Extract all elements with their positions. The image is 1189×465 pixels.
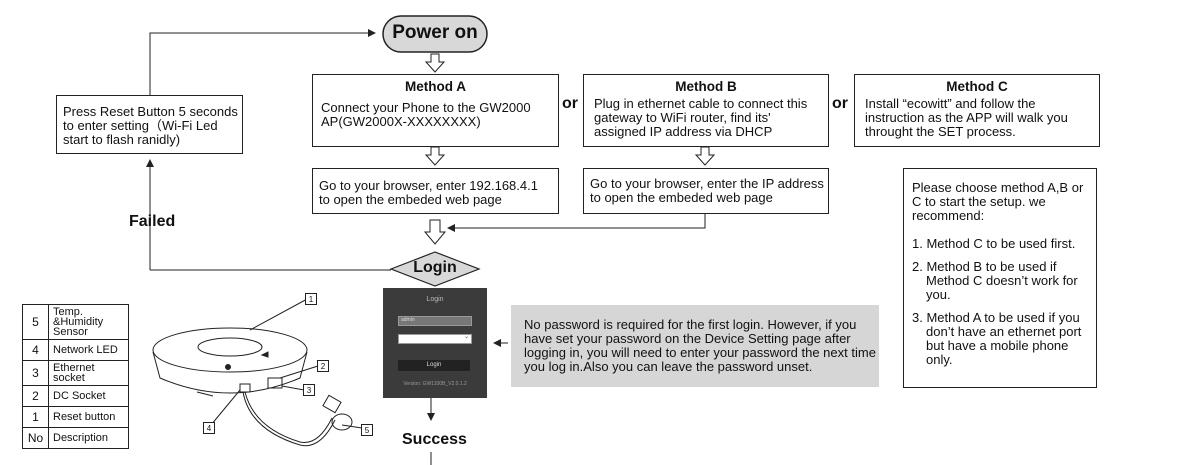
method-c-title: Method C — [946, 79, 1008, 94]
hollow-arrow-icon — [694, 146, 716, 166]
method-a-step2-text: Go to your browser, enter 192.168.4.1 to… — [319, 178, 538, 207]
legend-no: 3 — [22, 360, 49, 386]
method-a-step2-box: Go to your browser, enter 192.168.4.1 to… — [312, 168, 559, 214]
password-note: No password is required for the first lo… — [511, 305, 879, 387]
method-a-title: Method A — [405, 79, 466, 94]
login-ui-button: Login — [398, 360, 470, 371]
method-b-text: Plug in ethernet cable to connect this g… — [594, 96, 808, 139]
method-a-text: Connect your Phone to the GW2000 AP(GW20… — [321, 100, 531, 129]
legend-no: 1 — [22, 406, 49, 428]
reset-text: Press Reset Button 5 seconds to enter se… — [63, 104, 238, 147]
login-ui-select: ⌄ — [398, 334, 472, 344]
login-label: Login — [413, 259, 457, 276]
login-page-screenshot: Login admin ⌄ Login Version: GW1100B_V2.… — [383, 288, 487, 398]
callout-1: 1 — [305, 293, 317, 305]
recommend-item: 3. Method A to be used if you don’t have… — [912, 310, 1082, 367]
legend-desc: Temp. &Humidity Sensor — [48, 304, 129, 340]
recommend-box: Please choose method A,B or C to start t… — [903, 168, 1097, 388]
legend-desc: Network LED — [48, 339, 129, 361]
login-ui-version: Version: GW1100B_V2.0.1.2 — [403, 381, 467, 387]
login-ui-title: Login — [426, 296, 444, 303]
callout-5: 5 — [361, 424, 373, 436]
failed-label: Failed — [129, 213, 176, 230]
reset-box: Press Reset Button 5 seconds to enter se… — [56, 95, 243, 154]
method-b-title: Method B — [675, 79, 737, 94]
power-on-label: Power on — [392, 22, 478, 43]
success-label: Success — [402, 431, 467, 448]
legend-desc: DC Socket — [48, 385, 129, 407]
method-b-step2-box: Go to your browser, enter the IP address… — [583, 168, 829, 214]
method-a-box: Method A Connect your Phone to the GW200… — [312, 74, 559, 147]
login-ui-username-value: admin — [401, 317, 415, 323]
method-b-box: Method B Plug in ethernet cable to conne… — [583, 74, 829, 147]
login-diamond — [389, 251, 481, 287]
or-label-2: or — [832, 95, 848, 112]
callout-3: 3 — [303, 384, 315, 396]
method-b-step2-text: Go to your browser, enter the IP address… — [590, 176, 824, 205]
hollow-arrow-icon — [424, 53, 446, 73]
recommend-intro: Please choose method A,B or C to start t… — [912, 180, 1084, 223]
legend-desc: Description — [48, 427, 129, 449]
or-label-1: or — [562, 95, 578, 112]
legend-desc: Ethernet socket — [48, 360, 129, 386]
legend-desc: Reset button — [48, 406, 129, 428]
login-ui-username-field: admin — [398, 316, 472, 326]
legend-no: 2 — [22, 385, 49, 407]
legend-no: No — [22, 427, 49, 449]
hollow-arrow-icon — [423, 219, 447, 245]
recommend-item: 2. Method B to be used if Method C doesn… — [912, 259, 1078, 302]
method-c-box: Method C Install “ecowitt” and follow th… — [854, 74, 1100, 147]
recommend-item: 1. Method C to be used first. — [912, 236, 1076, 251]
callout-4: 4 — [203, 422, 215, 434]
chevron-down-icon: ⌄ — [463, 334, 469, 340]
method-c-text: Install “ecowitt” and follow the instruc… — [865, 96, 1068, 139]
hollow-arrow-icon — [424, 146, 446, 166]
callout-2: 2 — [317, 360, 329, 372]
legend-no: 5 — [22, 304, 49, 340]
legend-no: 4 — [22, 339, 49, 361]
gateway-device-drawing — [152, 297, 363, 447]
power-on-shape — [382, 15, 488, 53]
